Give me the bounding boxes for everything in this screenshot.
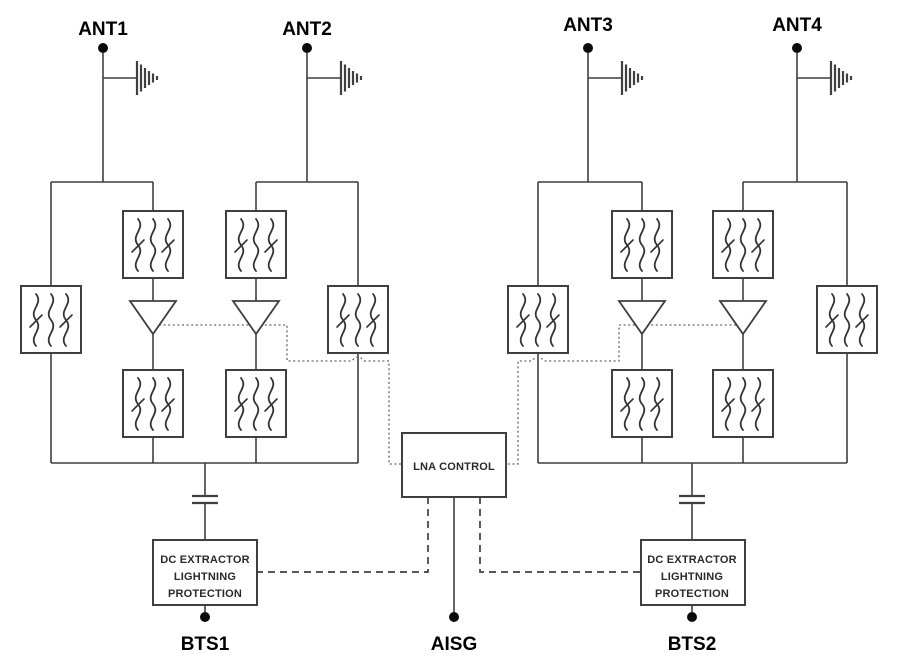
bandpass-filter-icon <box>122 210 184 279</box>
bandpass-filter-icon <box>327 285 389 354</box>
terminal-port-dot <box>449 612 459 622</box>
bandpass-filter-icon <box>816 285 878 354</box>
lna-amplifier-icon <box>129 300 177 335</box>
dotted-control-line-left <box>159 324 402 465</box>
dc-block-capacitor-icon <box>190 494 220 505</box>
dc-extractor-left-line2: LIGHTNING <box>174 571 236 583</box>
dc-extractor-box-left: DC EXTRACTOR LIGHTNING PROTECTION <box>152 539 258 606</box>
bts1-label: BTS1 <box>181 634 230 655</box>
dotted-control-line-right <box>506 324 736 465</box>
terminal-port-dot <box>302 43 312 53</box>
antenna-radiator-icon <box>305 59 363 97</box>
dashed-line-lna-to-dc-right <box>479 497 641 573</box>
dc-extractor-right-line3: PROTECTION <box>655 588 729 600</box>
bandpass-filter-icon <box>712 369 774 438</box>
bandpass-filter-icon <box>20 285 82 354</box>
antenna-radiator-icon <box>795 59 853 97</box>
dashed-line-lna-to-dc-left <box>257 497 429 573</box>
lna-amplifier-icon <box>618 300 666 335</box>
dc-extractor-left-line1: DC EXTRACTOR <box>160 554 250 566</box>
right-section-wiring <box>537 53 848 612</box>
dc-extractor-right-line2: LIGHTNING <box>661 571 723 583</box>
lna-amplifier-icon <box>719 300 767 335</box>
bts2-label: BTS2 <box>668 634 717 655</box>
ant2-label: ANT2 <box>282 19 332 40</box>
aisg-label: AISG <box>431 634 477 655</box>
ant3-label: ANT3 <box>563 15 613 36</box>
bandpass-filter-icon <box>712 210 774 279</box>
bandpass-filter-icon <box>611 369 673 438</box>
lna-control-label: LNA CONTROL <box>413 461 495 473</box>
terminal-port-dot <box>98 43 108 53</box>
dc-extractor-right-line1: DC EXTRACTOR <box>647 554 737 566</box>
terminal-port-dot <box>200 612 210 622</box>
dc-extractor-left-line3: PROTECTION <box>168 588 242 600</box>
dc-block-capacitor-icon <box>677 494 707 505</box>
ant4-label: ANT4 <box>772 15 822 36</box>
terminal-port-dot <box>687 612 697 622</box>
lna-control-box: LNA CONTROL <box>401 432 507 498</box>
antenna-radiator-icon <box>586 59 644 97</box>
terminal-port-dot <box>792 43 802 53</box>
ant1-label: ANT1 <box>78 19 128 40</box>
bandpass-filter-icon <box>507 285 569 354</box>
lna-amplifier-icon <box>232 300 280 335</box>
dc-extractor-box-right: DC EXTRACTOR LIGHTNING PROTECTION <box>640 539 746 606</box>
left-section-wiring <box>50 53 359 612</box>
bandpass-filter-icon <box>122 369 184 438</box>
bandpass-filter-icon <box>225 210 287 279</box>
bandpass-filter-icon <box>611 210 673 279</box>
terminal-port-dot <box>583 43 593 53</box>
bandpass-filter-icon <box>225 369 287 438</box>
antenna-radiator-icon <box>101 59 159 97</box>
